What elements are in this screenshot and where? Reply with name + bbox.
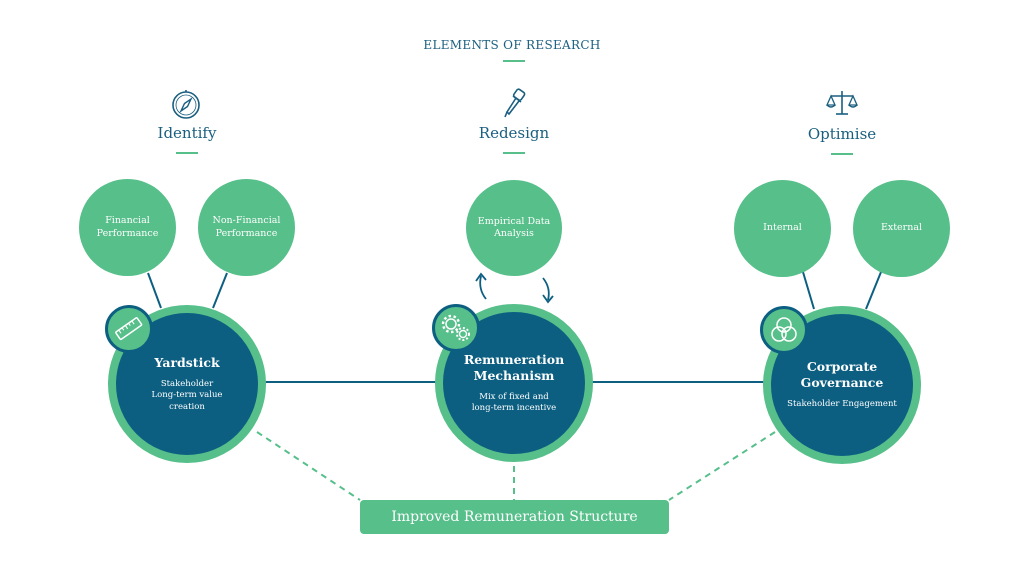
node-remuneration-mechanism: Remuneration Mechanism Mix of fixed and … bbox=[435, 304, 593, 462]
node-remuneration-title: Remuneration Mechanism bbox=[463, 351, 565, 383]
scales-icon bbox=[826, 91, 858, 115]
compass-icon bbox=[172, 90, 200, 119]
phase-optimise-underline bbox=[831, 153, 853, 155]
node-yardstick-subtitle: Stakeholder Long-term value creation bbox=[151, 378, 223, 412]
phase-redesign-underline bbox=[503, 152, 525, 154]
cycle-arrows bbox=[475, 272, 554, 304]
arrow-up-left bbox=[479, 275, 487, 300]
dropper-icon bbox=[504, 88, 526, 118]
dashed-left bbox=[256, 431, 361, 501]
gears-badge bbox=[432, 304, 480, 352]
outcome-box: Improved Remuneration Structure bbox=[360, 500, 669, 534]
bubble-external: External bbox=[853, 180, 950, 277]
phase-redesign: Redesign bbox=[478, 124, 550, 142]
connector-external bbox=[865, 271, 882, 310]
bubble-non-financial-performance: Non-Financial Performance bbox=[198, 179, 295, 276]
ruler-badge bbox=[105, 305, 153, 353]
overlapping-circles-icon bbox=[771, 317, 797, 342]
gears-icon bbox=[441, 314, 470, 341]
node-remuneration-subtitle: Mix of fixed and long-term incentive bbox=[471, 391, 557, 414]
node-governance-subtitle: Stakeholder Engagement bbox=[787, 399, 897, 410]
phase-identify: Identify bbox=[157, 124, 217, 142]
dashed-right bbox=[668, 431, 776, 501]
connector-internal bbox=[802, 271, 815, 310]
ruler-icon bbox=[115, 317, 143, 341]
bubble-financial-performance: Financial Performance bbox=[79, 179, 176, 276]
phase-optimise: Optimise bbox=[807, 125, 877, 143]
bubble-internal: Internal bbox=[734, 180, 831, 277]
arrow-down-right bbox=[542, 277, 550, 301]
phase-identify-underline bbox=[176, 152, 198, 154]
node-governance-title: Corporate Governance bbox=[800, 359, 884, 391]
title-underline bbox=[503, 60, 525, 62]
connector-non-financial bbox=[212, 272, 228, 309]
node-yardstick-title: Yardstick bbox=[154, 354, 220, 370]
bubble-empirical-data-analysis: Empirical Data Analysis bbox=[466, 180, 562, 276]
circles-badge bbox=[760, 306, 808, 354]
connector-financial bbox=[147, 272, 162, 309]
diagram-title: ELEMENTS OF RESEARCH bbox=[423, 38, 601, 52]
